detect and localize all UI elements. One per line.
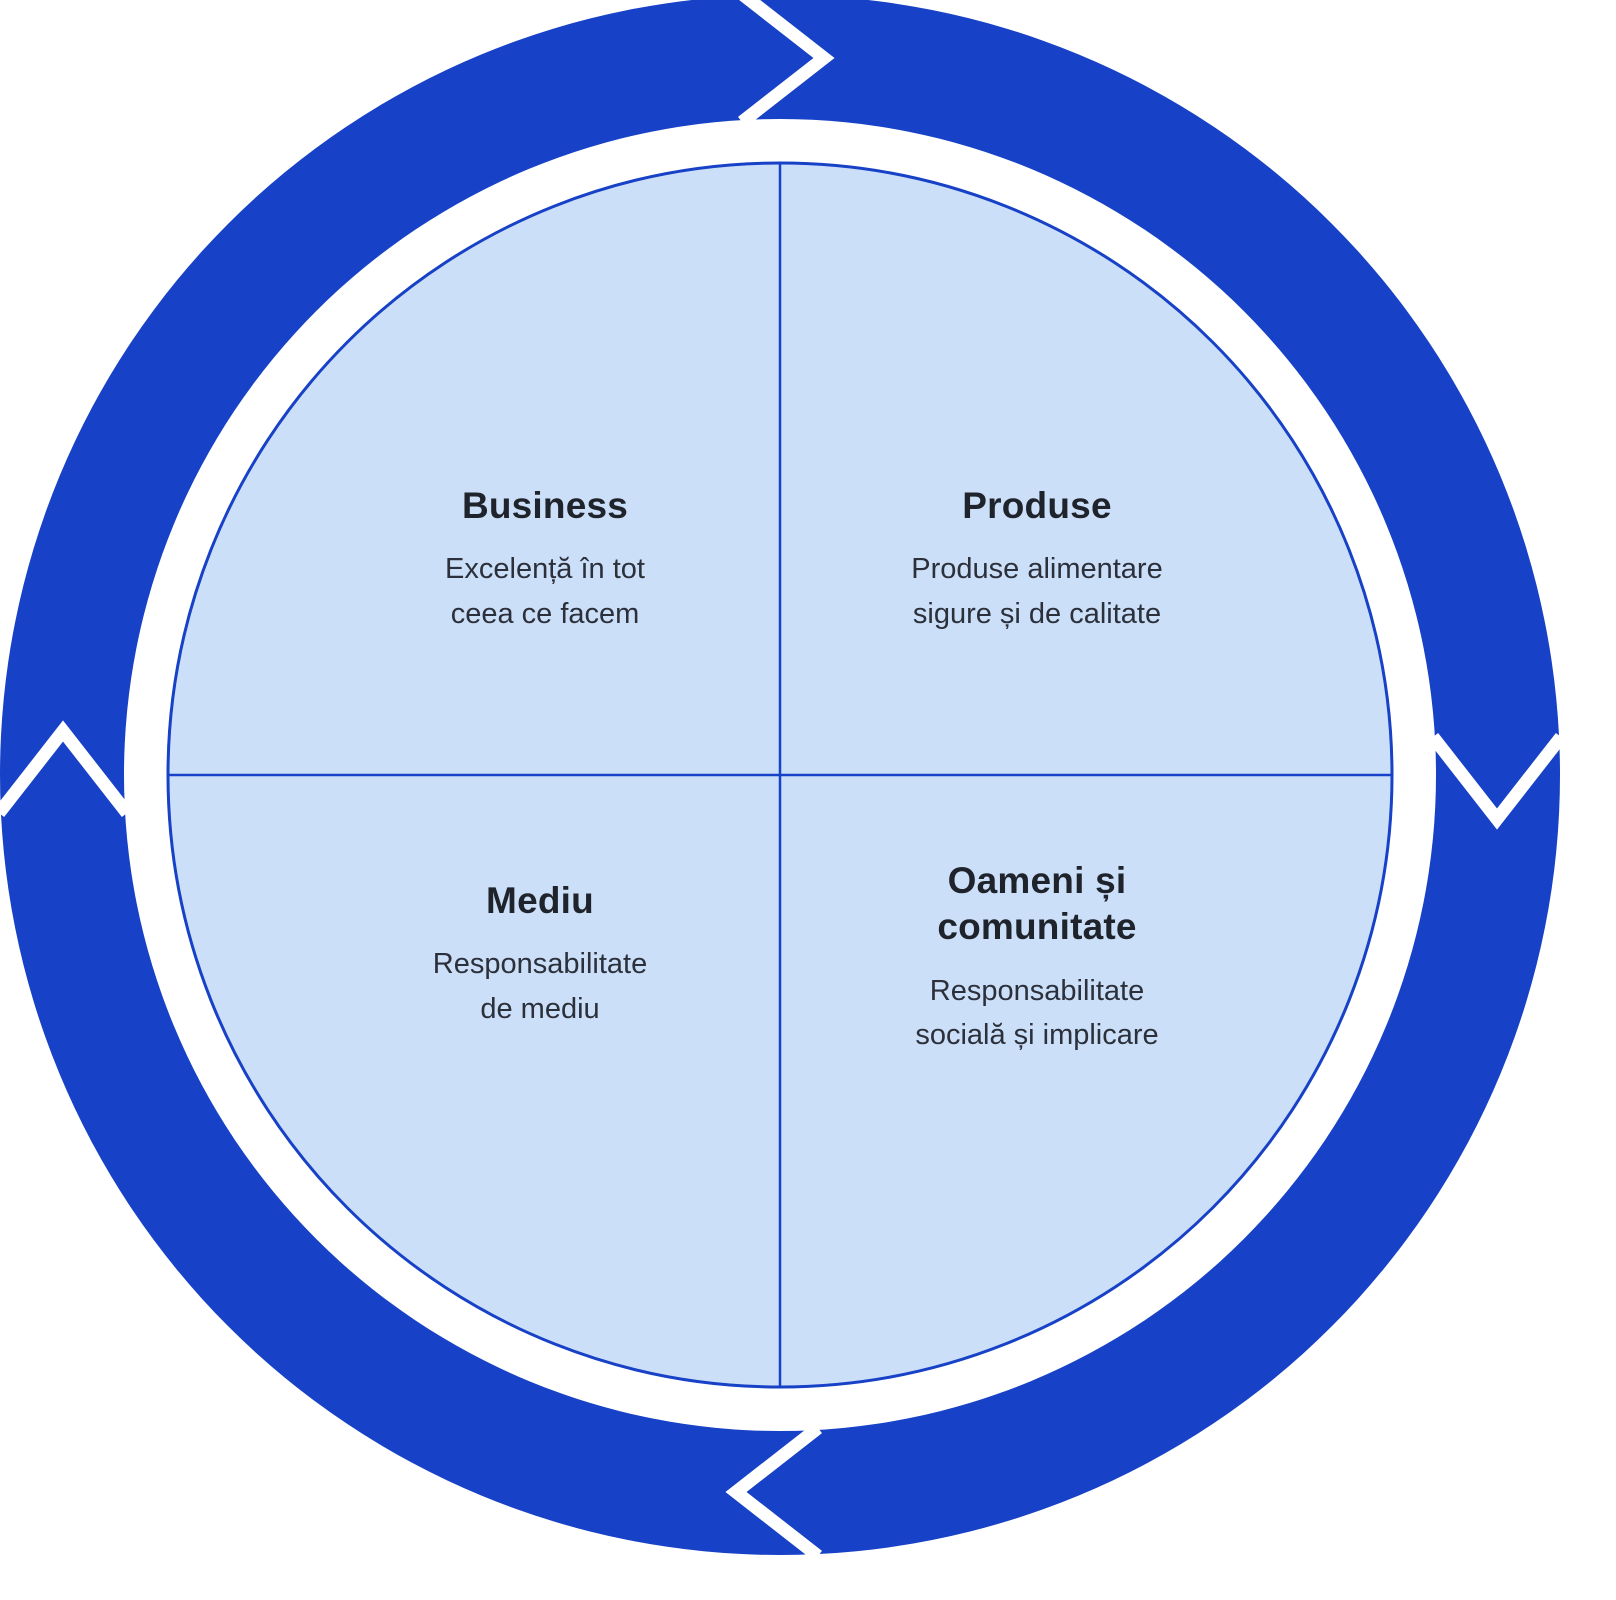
cycle-arrow-left-icon (0, 720, 133, 817)
cycle-arrow-right-icon (1427, 733, 1567, 830)
cycle-arrow-bottom-icon (725, 1422, 822, 1562)
cycle-arrow-top-icon (738, 0, 835, 128)
